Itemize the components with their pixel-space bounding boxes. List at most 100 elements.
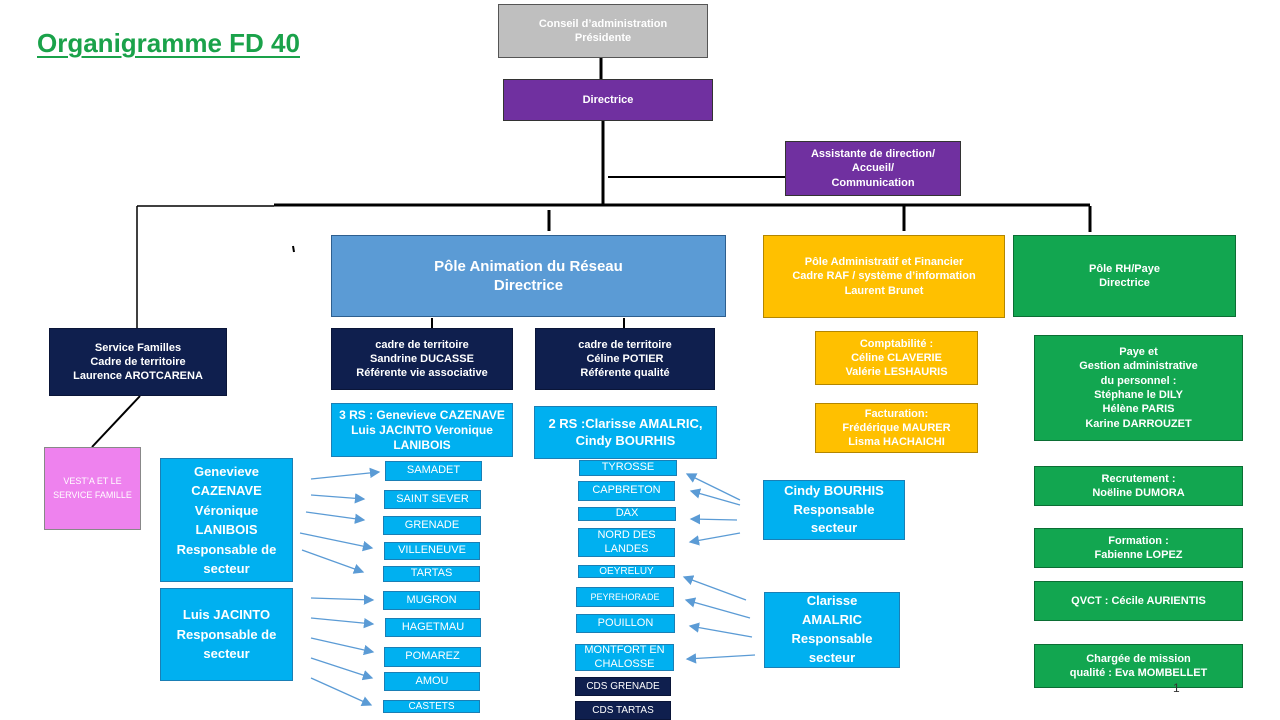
cadre-ducasse-line1: cadre de territoire <box>375 338 469 351</box>
resp-genevieve-veronique-box: Genevieve CAZENAVE Véronique LANIBOIS Re… <box>160 458 293 582</box>
pole-rh-box: Pôle RH/Paye Directrice <box>1013 235 1236 317</box>
comptabilite-line2: Céline CLAVERIE <box>851 351 942 364</box>
location-label: POMAREZ <box>405 650 460 663</box>
mission-qualite-line2: qualité : Eva MOMBELLET <box>1069 667 1208 679</box>
location-label: CAPBRETON <box>592 484 661 497</box>
cds-tartas-box: CDS TARTAS <box>575 701 671 720</box>
cadre-ducasse-line3: Référente vie associative <box>356 367 488 380</box>
pole-rh-line2: Directrice <box>1099 277 1150 289</box>
recrutement-box: Recrutement : Noëline DUMORA <box>1034 466 1243 506</box>
cadre-ducasse-line2: Sandrine DUCASSE <box>370 352 474 365</box>
location-label: TARTAS <box>410 567 453 580</box>
page-number: 1 <box>1173 681 1180 695</box>
paye-line5: Hélène PARIS <box>1102 403 1175 416</box>
formation-line2: Fabienne LOPEZ <box>1094 549 1183 561</box>
pole-admin-line3: Laurent Brunet <box>844 284 924 297</box>
cadre-potier-line3: Référente qualité <box>580 367 670 380</box>
rs2-label: 2 RS :Clarisse AMALRIC, Cindy BOURHIS <box>548 415 703 448</box>
cadre-potier-line1: cadre de territoire <box>578 338 672 351</box>
location-mugron: MUGRON <box>383 591 480 610</box>
pole-admin-line1: Pôle Administratif et Financier <box>804 256 964 269</box>
location-label: MUGRON <box>406 593 457 606</box>
location-label: VILLENEUVE <box>398 544 466 557</box>
directrice-label: Directrice <box>582 93 634 106</box>
location-villeneuve: VILLENEUVE <box>384 542 480 560</box>
location-label: OEYRELUY <box>599 565 654 577</box>
location-label: CASTETS <box>408 700 455 712</box>
location-samadet: SAMADET <box>385 461 482 481</box>
resp-clarisse-box: Clarisse AMALRIC Responsable secteur <box>764 592 900 668</box>
location-label: MONTFORT EN CHALOSSE <box>584 644 665 670</box>
paye-line6: Karine DARROUZET <box>1085 417 1192 430</box>
service-familles-line2: Cadre de territoire <box>90 355 186 368</box>
assistante-box: Assistante de direction/ Accueil/ Commun… <box>785 141 961 196</box>
mission-qualite-line1: Chargée de mission <box>1086 652 1191 665</box>
location-label: TYROSSE <box>601 461 655 474</box>
location-label: PEYREHORADE <box>590 591 660 602</box>
recrutement-line2: Noëline DUMORA <box>1092 487 1185 499</box>
location-amou: AMOU <box>384 672 480 691</box>
formation-line1: Formation : <box>1108 534 1169 547</box>
assistante-line1: Assistante de direction/ <box>810 148 936 161</box>
paye-box: Paye et Gestion administrative du person… <box>1034 335 1243 441</box>
service-familles-box: Service Familles Cadre de territoire Lau… <box>49 328 227 396</box>
board-line2: Présidente <box>574 32 632 44</box>
pole-rh-line1: Pôle RH/Paye <box>1089 262 1160 275</box>
location-hagetmau: HAGETMAU <box>385 618 481 637</box>
location-label: DAX <box>615 507 639 520</box>
location-oeyreluy: OEYRELUY <box>578 565 675 578</box>
location-castets: CASTETS <box>383 700 480 713</box>
resp-luis-label: Luis JACINTO Responsable de secteur <box>176 607 277 662</box>
rs2-box: 2 RS :Clarisse AMALRIC, Cindy BOURHIS <box>534 406 717 459</box>
resp-luis-box: Luis JACINTO Responsable de secteur <box>160 588 293 681</box>
location-label: GRENADE <box>404 518 460 531</box>
location-label: SAMADET <box>406 464 461 477</box>
location-capbreton: CAPBRETON <box>578 481 675 501</box>
rs3-label: 3 RS : Genevieve CAZENAVE Luis JACINTO V… <box>339 407 505 452</box>
vestia-box: VEST’A ET LE SERVICE FAMILLE <box>44 447 141 530</box>
paye-line2: Gestion administrative <box>1079 360 1198 373</box>
paye-line3: du personnel : <box>1100 374 1177 387</box>
location-pomarez: POMAREZ <box>384 647 481 667</box>
service-familles-line1: Service Familles <box>94 341 182 354</box>
recrutement-line1: Recrutement : <box>1101 472 1176 485</box>
pole-admin-box: Pôle Administratif et Financier Cadre RA… <box>763 235 1005 318</box>
location-tyrosse: TYROSSE <box>579 460 677 476</box>
service-familles-line3: Laurence AROTCARENA <box>73 370 203 383</box>
paye-line4: Stéphane le DILY <box>1094 389 1183 401</box>
comptabilite-line3: Valérie LESHAURIS <box>845 366 948 379</box>
comptabilite-line1: Comptabilité : <box>859 337 934 350</box>
assistante-line2: Accueil/ <box>851 162 895 175</box>
cds-label: CDS TARTAS <box>592 705 654 716</box>
page-title: Organigramme FD 40 <box>37 28 300 58</box>
location-dax: DAX <box>578 507 676 521</box>
facturation-line3: Lisma HACHAICHI <box>848 436 945 449</box>
cadre-ducasse-box: cadre de territoire Sandrine DUCASSE Réf… <box>331 328 513 390</box>
paye-line1: Paye et <box>1119 346 1158 359</box>
location-montfort-en-chalosse: MONTFORT EN CHALOSSE <box>575 644 674 671</box>
cadre-potier-line2: Céline POTIER <box>586 352 664 365</box>
location-label: NORD DES LANDES <box>597 529 656 555</box>
location-label: HAGETMAU <box>401 620 465 633</box>
resp-clarisse-label: Clarisse AMALRIC Responsable secteur <box>791 593 873 665</box>
cds-grenade-box: CDS GRENADE <box>575 677 671 696</box>
location-nord-des-landes: NORD DES LANDES <box>578 528 675 557</box>
pole-admin-line2: Cadre RAF / système d’information <box>792 270 976 283</box>
comptabilite-box: Comptabilité : Céline CLAVERIE Valérie L… <box>815 331 978 385</box>
pole-animation-box: Pôle Animation du Réseau Directrice <box>331 235 726 317</box>
assistante-line3: Communication <box>831 176 915 189</box>
pole-animation-line2: Directrice <box>493 277 564 294</box>
board-box: Conseil d’administration Présidente <box>498 4 708 58</box>
qvct-label: QVCT : Cécile AURIENTIS <box>1071 594 1206 607</box>
location-label: SAINT SEVER <box>396 492 469 505</box>
location-pouillon: POUILLON <box>576 614 675 633</box>
location-label: POUILLON <box>597 616 654 629</box>
location-grenade: GRENADE <box>383 516 481 535</box>
cds-label: CDS GRENADE <box>586 681 660 692</box>
facturation-line1: Facturation: <box>864 407 929 420</box>
cadre-potier-box: cadre de territoire Céline POTIER Référe… <box>535 328 715 390</box>
vestia-label: VEST’A ET LE SERVICE FAMILLE <box>53 476 132 500</box>
location-peyrehorade: PEYREHORADE <box>576 587 674 607</box>
qvct-box: QVCT : Cécile AURIENTIS <box>1034 581 1243 621</box>
